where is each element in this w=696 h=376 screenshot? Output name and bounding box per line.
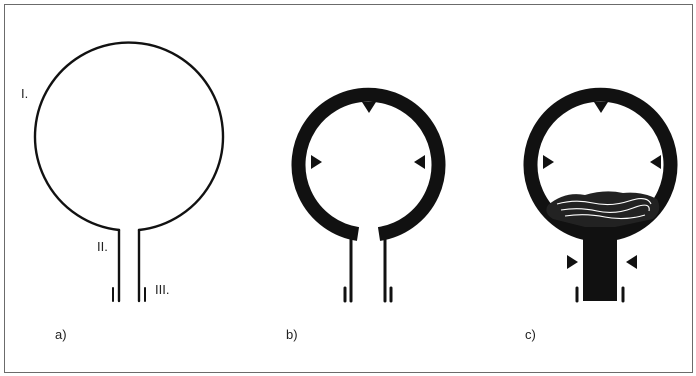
vessel-wall-b — [299, 95, 439, 234]
part-label-i: I. — [21, 86, 28, 101]
arrow-neck-right-c — [626, 255, 637, 269]
arrow-right-b — [414, 155, 425, 169]
panel-b — [299, 95, 439, 301]
arrow-neck-left-c — [567, 255, 578, 269]
arrow-top-c — [594, 102, 608, 113]
arrow-left-c — [543, 155, 554, 169]
panel-c — [531, 95, 671, 301]
diagram-canvas: I. II. III. a) b) c) — [5, 5, 694, 374]
figure-frame: I. II. III. a) b) c) — [4, 4, 693, 373]
arrow-left-b — [311, 155, 322, 169]
panel-label-c: c) — [525, 327, 536, 342]
panel-a — [35, 43, 223, 301]
arrow-right-c — [650, 155, 661, 169]
arrow-top-b — [362, 102, 376, 113]
panel-label-a: a) — [55, 327, 67, 342]
part-label-ii: II. — [97, 239, 108, 254]
part-label-iii: III. — [155, 282, 169, 297]
panel-label-b: b) — [286, 327, 298, 342]
vessel-outline-a — [35, 43, 223, 230]
constricted-neck — [583, 227, 617, 301]
